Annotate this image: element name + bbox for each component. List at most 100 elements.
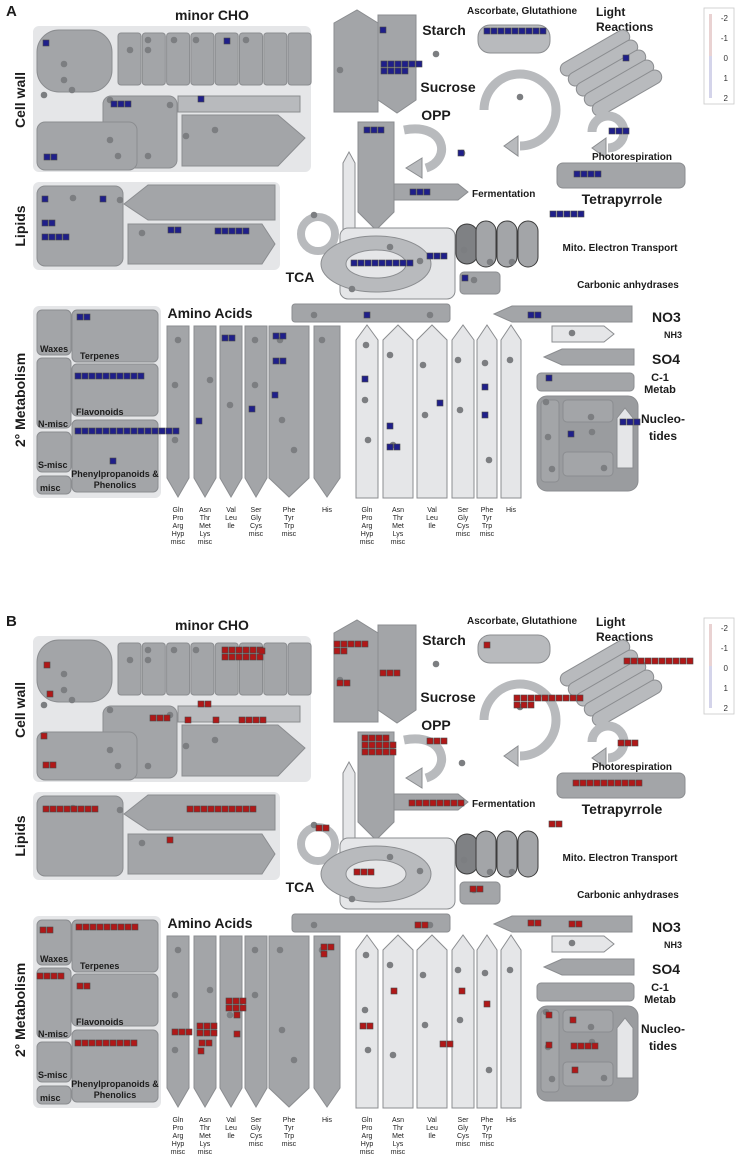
lipid-arrow	[123, 184, 276, 221]
color-scale-bar	[709, 56, 712, 98]
gene-box	[124, 923, 132, 931]
gene-box	[178, 1028, 186, 1036]
gene-dot	[126, 656, 134, 664]
gene-box	[89, 923, 97, 931]
gene-box	[393, 669, 401, 677]
gene-dot	[588, 428, 596, 436]
phenylpropanoids-label: Phenolics	[94, 480, 137, 490]
gene-box	[235, 805, 243, 813]
gene-box	[88, 372, 96, 380]
opp-column	[357, 731, 395, 841]
mito-complex	[517, 220, 539, 268]
amino-acid-column	[355, 324, 379, 499]
gene-box	[242, 653, 250, 661]
gene-box	[366, 1022, 374, 1030]
gene-box	[394, 67, 402, 75]
gene-box	[76, 982, 84, 990]
gene-box	[389, 741, 397, 749]
amino-acid-label: Lys	[200, 531, 211, 538]
n-misc-label: N-misc	[38, 1029, 68, 1039]
amino-acid-column	[193, 325, 217, 498]
gene-box	[185, 1028, 193, 1036]
gene-box	[572, 779, 580, 787]
amino-acid-label: Tyr	[284, 515, 294, 522]
gene-box	[359, 1022, 367, 1030]
gene-box	[156, 714, 164, 722]
gene-dot	[485, 456, 493, 464]
sucrose-label: Sucrose	[420, 689, 475, 705]
gene-box	[570, 1042, 578, 1050]
amino-acid-column	[451, 324, 475, 499]
gene-box	[624, 739, 632, 747]
nh3-label: NH3	[664, 940, 682, 950]
gene-dot	[138, 839, 146, 847]
gene-box	[197, 700, 205, 708]
ascorbate-label: Ascorbate, Glutathione	[467, 616, 577, 627]
amino-acid-label: Hyp	[361, 531, 374, 538]
mito-complex	[475, 220, 497, 268]
gene-box	[228, 227, 236, 235]
nh3-arrow	[551, 935, 615, 953]
gene-dot	[600, 464, 608, 472]
gene-dot	[144, 46, 152, 54]
gene-box	[248, 405, 256, 413]
gene-box	[232, 997, 240, 1005]
gene-box	[392, 259, 400, 267]
gene-dot	[486, 868, 494, 876]
gene-dot	[60, 60, 68, 68]
amino-acid-label: Thr	[200, 1125, 211, 1132]
gene-box	[336, 679, 344, 687]
gene-box	[43, 661, 51, 669]
amino-acid-label: Arg	[362, 1133, 373, 1140]
gene-dot	[542, 398, 550, 406]
amino-acid-label: Ser	[458, 507, 470, 514]
opp-label: OPP	[421, 717, 451, 733]
color-scale-bar	[709, 624, 712, 666]
color-scale-tick: -1	[721, 34, 729, 43]
gene-dot	[206, 986, 214, 994]
gene-dot	[60, 76, 68, 84]
gene-box	[228, 653, 236, 661]
phenylpropanoids-block	[71, 419, 159, 493]
gene-dot	[310, 311, 318, 319]
amino-acid-label: Leu	[225, 1125, 237, 1132]
nucleotide-block	[562, 1061, 614, 1087]
gene-box	[163, 714, 171, 722]
carbonic-label: Carbonic anhydrases	[577, 280, 679, 291]
amino-acid-column	[451, 934, 475, 1109]
minor-cho-column	[190, 642, 215, 696]
gene-box	[386, 669, 394, 677]
amino-acid-label: Trp	[284, 523, 294, 530]
gene-box	[401, 67, 409, 75]
gene-box	[353, 868, 361, 876]
waxes-label: Waxes	[40, 344, 68, 354]
gene-box	[232, 1004, 240, 1012]
gene-box	[361, 640, 369, 648]
tetrapyrrole-label: Tetrapyrrole	[582, 191, 663, 207]
lipid-block	[36, 795, 124, 877]
mito-complex	[496, 830, 518, 878]
gene-box	[166, 836, 174, 844]
gene-box	[214, 227, 222, 235]
gene-box	[548, 820, 556, 828]
gene-box	[426, 737, 434, 745]
amino-acid-label: Met	[199, 1133, 211, 1140]
gene-box	[626, 418, 634, 426]
gene-box	[109, 457, 117, 465]
gene-box	[124, 100, 132, 108]
lipid-arrow	[127, 833, 276, 875]
gene-dot	[276, 946, 284, 954]
gene-box	[95, 427, 103, 435]
gene-dot	[144, 656, 152, 664]
gene-box	[57, 972, 65, 980]
nucleotide-arrow	[616, 1017, 634, 1079]
amino-acid-label: Trp	[284, 1133, 294, 1140]
gene-box	[171, 1028, 179, 1036]
gene-box	[490, 27, 498, 35]
amino-acid-label: Arg	[173, 1133, 184, 1140]
gene-dot	[456, 406, 464, 414]
fermentation-label: Fermentation	[472, 189, 535, 200]
amino-acid-label: Phe	[481, 1117, 494, 1124]
s-misc-block	[36, 1041, 72, 1083]
